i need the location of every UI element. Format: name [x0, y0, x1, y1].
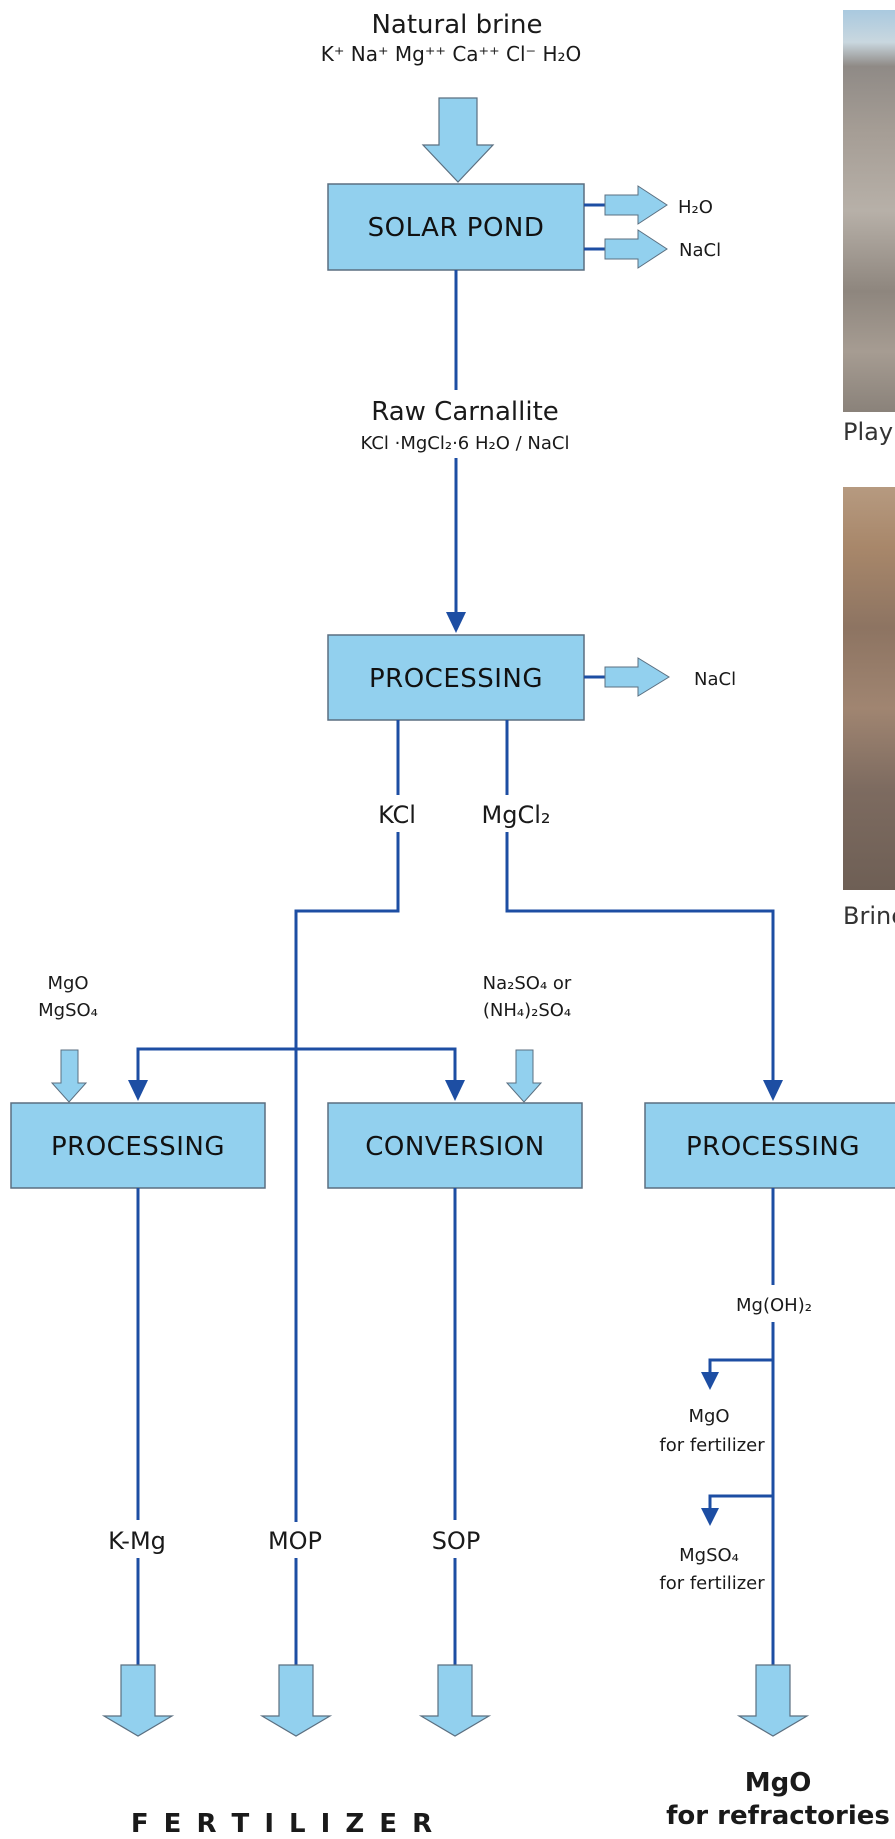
processing-out-nacl: NaCl	[694, 669, 736, 690]
mid-input-arrow	[505, 1049, 543, 1103]
mgo-output-arrow	[736, 1664, 810, 1737]
brine-photo-caption: Brine	[843, 902, 895, 930]
sop-output-arrow	[418, 1664, 492, 1737]
mgso4-fertilizer-line2: for fertilizer	[659, 1573, 765, 1594]
product-mop: MOP	[268, 1527, 322, 1555]
solar-out-nacl: NaCl	[679, 240, 721, 261]
natural-brine-ions: K⁺ Na⁺ Mg⁺⁺ Ca⁺⁺ Cl⁻ H₂O	[321, 42, 582, 66]
mid-input-na2so4: Na₂SO₄ or	[483, 973, 572, 994]
processing-left-label: PROCESSING	[51, 1132, 225, 1162]
refractory-sub-label: for refractories	[666, 1801, 890, 1831]
conversion-label: CONVERSION	[365, 1132, 544, 1162]
processing-top-box	[327, 634, 585, 721]
mid-input-nh4so4: (NH₄)₂SO₄	[483, 1000, 571, 1021]
product-kmg: K-Mg	[108, 1527, 166, 1555]
mgo-fertilizer-line1: MgO	[688, 1406, 729, 1427]
fertilizer-label: F E R T I L I Z E R	[131, 1809, 435, 1839]
conversion-box	[327, 1102, 583, 1189]
playa-photo	[843, 10, 895, 412]
natural-brine-title: Natural brine	[371, 10, 542, 40]
processing-left-box	[10, 1102, 266, 1189]
left-input-mgo: MgO	[47, 973, 88, 994]
processing-right-box	[644, 1102, 895, 1189]
mg-hydroxide-label: Mg(OH)₂	[736, 1295, 812, 1316]
solar-out-h2o: H₂O	[678, 197, 713, 218]
solar-pond-label: SOLAR POND	[368, 213, 545, 243]
nacl-out-arrow-1	[604, 229, 668, 269]
playa-photo-caption: Play	[843, 418, 894, 446]
kmg-output-arrow	[101, 1664, 175, 1737]
solar-pond-box	[327, 183, 585, 271]
raw-carnallite-title: Raw Carnallite	[371, 397, 559, 427]
brine-photo	[843, 487, 895, 890]
processing-right-label: PROCESSING	[686, 1132, 860, 1162]
mop-output-arrow	[259, 1664, 333, 1737]
h2o-out-arrow	[604, 185, 668, 225]
product-sop: SOP	[432, 1527, 481, 1555]
mgso4-fertilizer-line1: MgSO₄	[679, 1545, 739, 1566]
mgcl2-stream-label: MgCl₂	[482, 801, 551, 829]
processing-top-label: PROCESSING	[369, 664, 543, 694]
nacl-out-arrow-2	[604, 657, 670, 697]
kcl-stream-label: KCl	[378, 801, 416, 829]
mgo-fertilizer-line2: for fertilizer	[659, 1435, 765, 1456]
refractory-mgo-label: MgO	[745, 1768, 812, 1798]
raw-carnallite-formula: KCl ·MgCl₂·6 H₂O / NaCl	[361, 433, 570, 454]
brine-inflow-arrow	[421, 97, 495, 183]
left-input-arrow	[50, 1049, 88, 1103]
left-input-mgso4: MgSO₄	[38, 1000, 98, 1021]
